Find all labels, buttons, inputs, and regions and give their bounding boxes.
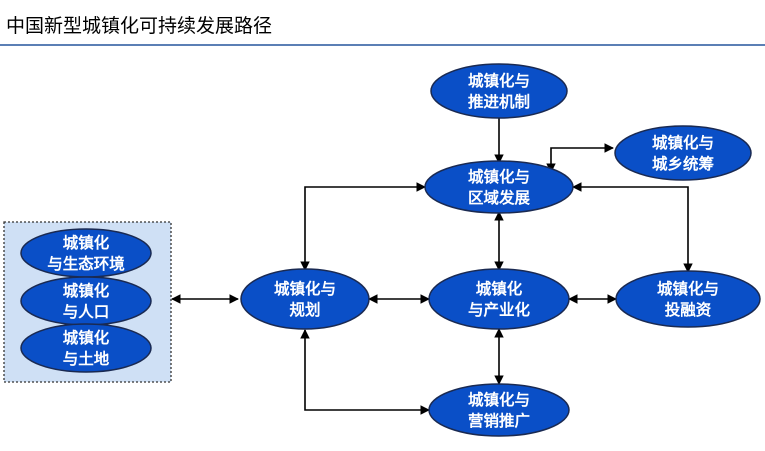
node-urban-rural-line2: 城乡统筹 [652,154,714,173]
node-ecology-line1: 城镇化 [63,233,110,252]
node-planning-line1: 城镇化与 [274,279,336,298]
diagram-title: 中国新型城镇化可持续发展路径 [6,15,273,37]
node-marketing-line1: 城镇化与 [468,390,530,409]
node-ecology: 城镇化 与生态环境 [20,228,152,278]
node-urban-rural-line1: 城镇化与 [652,133,714,152]
node-industry-line1: 城镇化 [476,279,523,298]
node-population: 城镇化 与人口 [20,276,152,326]
node-population-line2: 与人口 [63,303,110,321]
node-marketing-line2: 营销推广 [468,411,530,430]
node-industry-line2: 与产业化 [468,300,531,319]
arrow-planning-marketing [300,329,430,415]
node-regional-line2: 区域发展 [468,188,531,207]
node-marketing: 城镇化与 营销推广 [428,383,570,437]
node-industry: 城镇化 与产业化 [428,268,570,330]
node-mechanism: 城镇化与 推进机制 [430,63,568,119]
node-land-line2: 与土地 [63,349,110,368]
arrow-regional-urban-rural [546,143,614,173]
node-investment-line2: 投融资 [665,300,712,319]
title-underline [0,44,765,46]
node-investment: 城镇化与 投融资 [615,270,761,328]
node-land: 城镇化 与土地 [20,323,152,373]
node-population-line1: 城镇化 [63,281,110,300]
node-urban-rural: 城镇化与 城乡统筹 [614,125,752,181]
node-land-line1: 城镇化 [63,328,110,347]
node-planning: 城镇化与 规划 [240,268,370,330]
node-regional: 城镇化与 区域发展 [424,160,574,214]
node-investment-line1: 城镇化与 [657,279,719,298]
node-regional-line1: 城镇化与 [468,167,530,186]
connectors [171,118,693,415]
node-ecology-line2: 与生态环境 [47,254,125,273]
arrow-planning-regional [300,182,426,271]
node-mechanism-line2: 推进机制 [468,92,530,111]
node-planning-line2: 规划 [289,300,320,319]
node-mechanism-line1: 城镇化与 [468,71,530,90]
arrow-regional-investment [572,182,693,273]
